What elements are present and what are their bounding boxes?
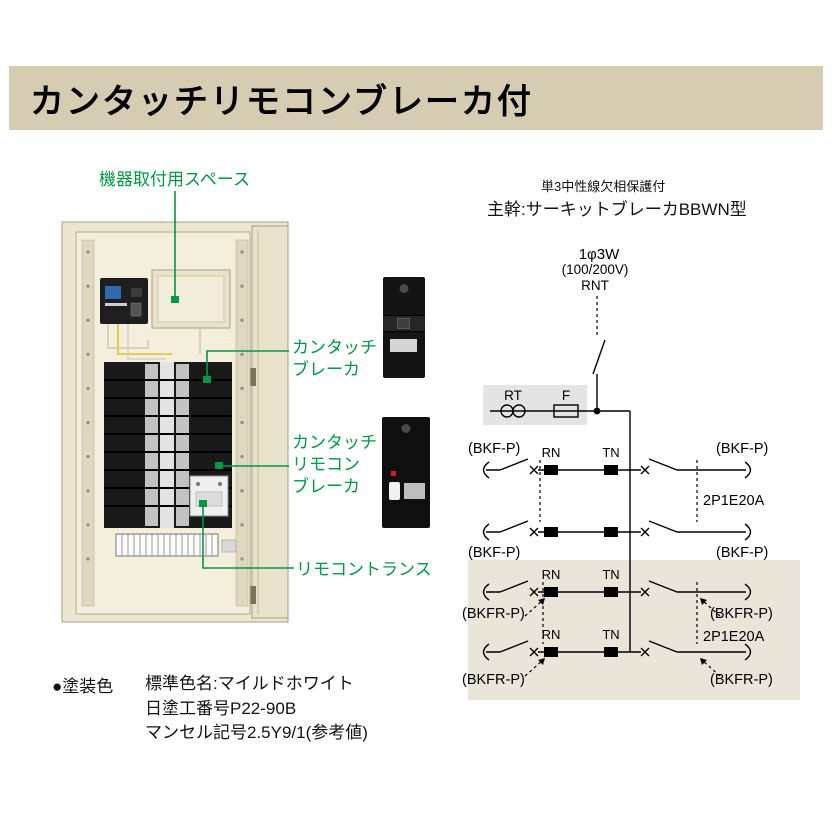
paint-color-lines: 標準色名:マイルドホワイト 日塗工番号P22-90B マンセル記号2.5Y9/1… (145, 672, 368, 746)
rt-label: RT (504, 388, 522, 403)
source-phase-label: 1φ3W (579, 246, 620, 263)
incoming-source: 1φ3W (100/200V) RNT (562, 246, 629, 415)
source-voltage-label: (100/200V) (562, 262, 629, 277)
breaker-type-right: (BKF-P) (716, 441, 768, 457)
svg-text:RN: RN (542, 445, 561, 460)
rocker-switch (389, 482, 400, 500)
arrowhead (700, 598, 707, 605)
title-band: カンタッチリモコンブレーカ付 (9, 66, 823, 130)
rn-connection (544, 647, 558, 657)
callout-remote-transformer: リモコントランス (296, 560, 432, 579)
svg-text:TN: TN (602, 627, 619, 642)
diagram-protection-note: 単3中性線欠相保護付 (541, 179, 666, 194)
wires (107, 324, 201, 360)
branch-terminals (482, 523, 752, 541)
breaker-type-left: (BKF-P) (468, 545, 520, 561)
main-switch-blade (592, 339, 606, 375)
door-hinge-top (247, 368, 256, 386)
arrowhead (538, 598, 545, 605)
wiring-diagram: 1φ3W (100/200V) RNT RT F RN TN (BKF-P) (462, 246, 800, 700)
paint-color-label: ●塗装色 (52, 677, 114, 696)
diagram-title: 主幹:サーキットブレーカBBWN型 (487, 200, 747, 219)
fuse-symbol (553, 404, 579, 418)
remote-actuation-marks (524, 582, 721, 677)
connector-remote-transformer (202, 506, 294, 569)
callout-line: リモコン (292, 455, 360, 474)
paint-munsell-code: マンセル記号2.5Y9/1(参考値) (145, 723, 368, 742)
breaker-rating-label (404, 483, 425, 499)
door-hinge-bottom (247, 586, 256, 604)
callout-kantouch-remote-breaker: カンタッチ リモコン ブレーカ (292, 432, 377, 498)
terminal-screw (399, 284, 409, 293)
arrowhead (700, 658, 707, 665)
branch-terminals (482, 643, 752, 661)
arrowhead (538, 658, 545, 665)
breaker-type-left: (BKFR-P) (462, 672, 525, 688)
breaker-rating-label (390, 339, 417, 352)
callout-mounting-space: 機器取付用スペース (99, 170, 250, 189)
panel-illustration (61, 191, 294, 623)
breaker-type-right: (BKF-P) (716, 545, 768, 561)
branch-terminals (482, 461, 752, 479)
branch-row-3: RN TN (BKFR-P) (BKFR-P) (462, 567, 773, 622)
pole-linkage-top (539, 460, 698, 522)
page-title: カンタッチリモコンブレーカ付 (30, 82, 533, 121)
callout-connector-lines (174, 191, 294, 569)
terminal-screw (401, 424, 411, 433)
main-breaker-unit (100, 278, 148, 324)
breaker-type-left: (BKF-P) (468, 441, 520, 457)
paint-color-section: ●塗装色 標準色名:マイルドホワイト 日塗工番号P22-90B マンセル記号2.… (52, 672, 368, 746)
source-wires-label: RNT (581, 278, 609, 293)
paint-standard-color: 標準色名:マイルドホワイト (145, 674, 354, 693)
breaker-type-right: (BKFR-P) (710, 606, 773, 622)
breaker-toggle (397, 318, 410, 329)
tn-connection (604, 465, 618, 475)
branch-breaker-array (104, 362, 232, 528)
callout-line: カンタッチ (292, 338, 377, 357)
svg-text:TN: TN (602, 567, 619, 582)
branch-row-1: RN TN (BKF-P) (BKF-P) (468, 441, 768, 479)
cabinet-door-edge (251, 225, 289, 619)
branch-rating-top: 2P1E20A (703, 493, 765, 509)
svg-text:RN: RN (542, 567, 561, 582)
terminal-strip (115, 533, 237, 557)
tn-connection (604, 587, 618, 597)
branch-row-4: RN TN (BKFR-P) (BKFR-P) 2P1E20A (462, 627, 773, 688)
callout-line: ブレーカ (292, 360, 360, 379)
mounting-plate (151, 269, 231, 329)
fuse-label: F (562, 388, 570, 403)
svg-text:TN: TN (602, 445, 619, 460)
callout-line: カンタッチ (292, 433, 377, 452)
connector-kantouch-breaker (206, 350, 289, 378)
rn-connection (544, 587, 558, 597)
branch-terminals (482, 583, 752, 601)
pole-linkage-bottom (542, 582, 698, 644)
branch-rating-bottom: 2P1E20A (703, 629, 765, 645)
svg-text:RN: RN (542, 627, 561, 642)
branch-row-2: (BKF-P) (BKF-P) (468, 520, 768, 561)
rn-connection (544, 527, 558, 537)
kantouch-remote-breaker-photo (382, 417, 430, 528)
callout-endpoint-markers (171, 296, 223, 507)
breaker-type-left: (BKFR-P) (462, 606, 525, 622)
callout-line: ブレーカ (292, 477, 360, 496)
breaker-type-right: (BKFR-P) (710, 672, 773, 688)
rn-connection (544, 465, 558, 475)
tn-connection (604, 647, 618, 657)
tn-connection (604, 527, 618, 537)
callout-kantouch-breaker: カンタッチ ブレーカ (292, 337, 377, 381)
paint-jpma-number: 日塗工番号P22-90B (145, 698, 297, 718)
status-indicator (391, 471, 396, 476)
kantouch-breaker-photo (383, 277, 425, 378)
